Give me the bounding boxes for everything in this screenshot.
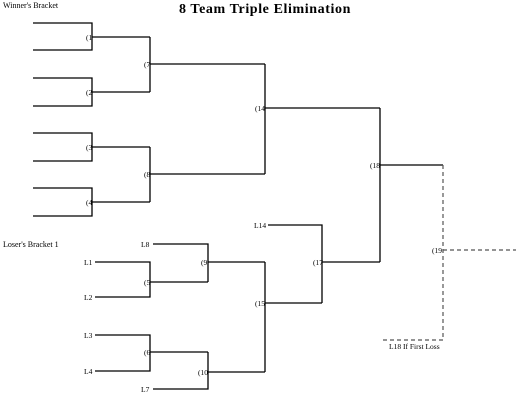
match-2-lines <box>33 77 150 107</box>
match-14-lines <box>264 64 380 174</box>
if-first-loss-note: L18 If First Loss <box>389 342 440 351</box>
match-7-lines <box>149 37 265 92</box>
match-label-7: (7 <box>144 60 150 69</box>
match-9-lines <box>153 243 265 282</box>
seed-label-l2: L2 <box>84 293 93 302</box>
match-6-lines <box>95 334 208 372</box>
match-label-15: (15 <box>255 299 265 308</box>
match-label-2: (2 <box>86 88 92 97</box>
match-8-lines <box>149 147 265 202</box>
seed-label-l8: L8 <box>141 240 150 249</box>
winners-bracket-label: Winner's Bracket <box>3 1 59 10</box>
match-label-19: (19 <box>432 246 442 255</box>
match-label-6: (6 <box>144 348 150 357</box>
match-15-lines <box>264 262 322 372</box>
seed-label-l4: L4 <box>84 367 93 376</box>
seed-label-l1: L1 <box>84 258 93 267</box>
seed-label-l3: L3 <box>84 331 93 340</box>
match-5-lines <box>95 261 208 298</box>
match-label-3: (3 <box>86 143 92 152</box>
match-label-1: (1 <box>86 33 92 42</box>
match-10-lines <box>153 352 265 390</box>
match-4-lines <box>33 187 150 217</box>
match-label-18: (18 <box>370 161 380 170</box>
match-1-lines <box>33 22 150 51</box>
match-3-lines <box>33 132 150 162</box>
seed-label-l14: L14 <box>254 221 266 230</box>
page-title: 8 Team Triple Elimination <box>179 2 351 17</box>
match-17-lines <box>268 224 380 303</box>
match-label-4: (4 <box>86 198 92 207</box>
bracket-lines <box>33 22 443 390</box>
match-label-9: (9 <box>201 258 207 267</box>
seed-label-l7: L7 <box>141 385 150 394</box>
match-label-17: (17 <box>313 258 323 267</box>
if-first-loss-lines <box>380 165 516 341</box>
losers-bracket-label: Loser's Bracket 1 <box>3 240 59 249</box>
match-18-lines <box>379 108 443 262</box>
match-label-10: (10 <box>198 368 208 377</box>
match-label-14: (14 <box>255 104 265 113</box>
match-label-8: (8 <box>144 170 150 179</box>
match-label-5: (5 <box>144 278 150 287</box>
